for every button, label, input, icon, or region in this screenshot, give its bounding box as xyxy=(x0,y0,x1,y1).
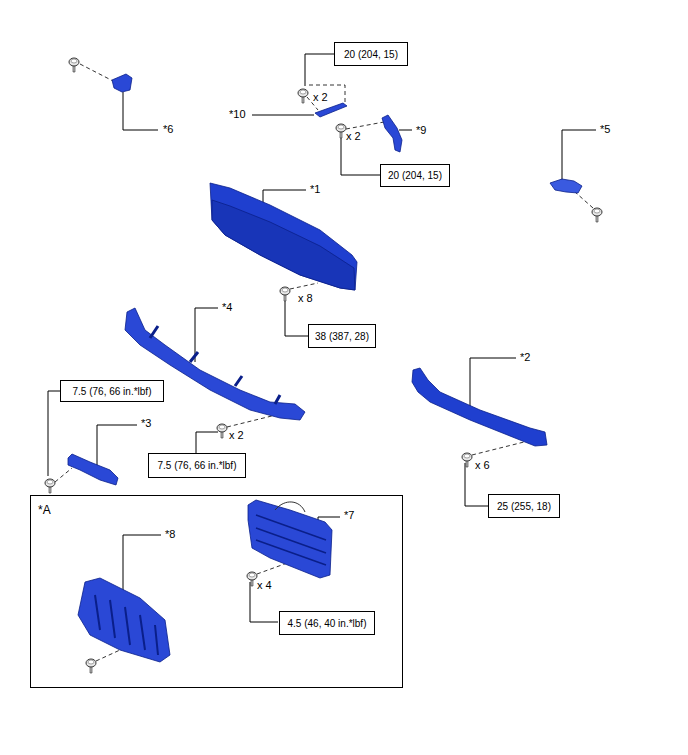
drawing-element xyxy=(399,130,412,131)
torque-value: 4.5 (46, 40 in.*lbf) xyxy=(288,618,367,629)
drawing-element xyxy=(336,124,346,138)
lower-bar xyxy=(412,368,547,446)
drawing-element xyxy=(80,64,115,82)
part-7-detail xyxy=(256,515,326,565)
drawing-element xyxy=(45,479,55,493)
callout-number: *4 xyxy=(222,302,232,313)
callout-number: *9 xyxy=(416,125,426,136)
drawing-element xyxy=(280,287,290,301)
drawing-element xyxy=(298,89,308,103)
drawing-element xyxy=(470,358,516,413)
quantity-label: x 8 xyxy=(298,293,313,304)
bracket-5 xyxy=(550,179,582,193)
drawing-element xyxy=(305,54,334,86)
drawing-element xyxy=(123,92,158,130)
quantity-label: x 4 xyxy=(257,580,272,591)
part-7 xyxy=(248,500,332,578)
callout-number: *3 xyxy=(141,418,151,429)
quantity-label: x 2 xyxy=(313,92,328,103)
drawing-element xyxy=(48,391,60,476)
drawing-element xyxy=(69,58,79,72)
drawing-element xyxy=(562,130,596,180)
torque-spec-box: 7.5 (76, 66 in.*lbf) xyxy=(60,380,164,402)
energy-absorber xyxy=(125,308,305,420)
callout-number: *2 xyxy=(520,352,530,363)
drawing-element xyxy=(97,425,137,467)
drawing-element xyxy=(290,283,318,289)
drawing-element xyxy=(247,572,257,586)
drawing-element xyxy=(86,659,96,673)
drawing-element xyxy=(309,85,345,102)
drawing-element xyxy=(123,535,161,598)
drawing-element xyxy=(196,432,218,453)
drawing-element xyxy=(472,440,532,455)
part-8 xyxy=(78,578,170,662)
drawing-element xyxy=(575,192,593,208)
callout-number: *10 xyxy=(229,109,246,120)
drawing-element xyxy=(346,122,384,129)
torque-spec-box: 7.5 (76, 66 in.*lbf) xyxy=(148,453,246,478)
torque-spec-box: 4.5 (46, 40 in.*lbf) xyxy=(279,611,375,635)
torque-value: 25 (255, 18) xyxy=(497,501,551,512)
callout-number: *8 xyxy=(165,529,175,540)
callout-number: *7 xyxy=(344,510,354,521)
callout-number: *6 xyxy=(163,124,173,135)
drawing-element xyxy=(217,424,227,438)
drawing-element xyxy=(285,297,308,336)
leader-lines xyxy=(48,54,596,622)
torque-value: 20 (204, 15) xyxy=(388,170,442,181)
quantity-label: x 2 xyxy=(229,430,244,441)
drawing-element xyxy=(307,97,318,110)
bracket-6 xyxy=(112,74,132,92)
torque-value: 38 (387, 28) xyxy=(315,331,369,342)
parts xyxy=(68,74,582,662)
torque-value: 7.5 (76, 66 in.*lbf) xyxy=(158,460,237,471)
torque-spec-box: 20 (204, 15) xyxy=(334,42,408,66)
torque-value: 7.5 (76, 66 in.*lbf) xyxy=(73,386,152,397)
drawing-element xyxy=(341,134,380,175)
drawing-element xyxy=(96,650,120,661)
drawing-element xyxy=(592,208,602,222)
quantity-label: x 2 xyxy=(346,131,361,142)
bumper-reinforcement xyxy=(210,183,357,290)
torque-spec-box: 25 (255, 18) xyxy=(488,494,560,518)
torque-spec-box: 38 (387, 28) xyxy=(308,324,376,348)
callout-number: *1 xyxy=(310,184,320,195)
callout-number: *5 xyxy=(600,124,610,135)
region-box: *A 4.5 (46, 40 in.*lbf) xyxy=(30,495,403,688)
absorber-detail xyxy=(150,326,280,404)
bracket-10 xyxy=(315,103,347,117)
torque-spec-box: 20 (204, 15) xyxy=(380,164,450,187)
quantity-label: x 6 xyxy=(475,460,490,471)
torque-value: 20 (204, 15) xyxy=(344,49,398,60)
drawing-element xyxy=(462,453,472,467)
drawing-element xyxy=(252,115,314,116)
assembly-lines xyxy=(55,64,593,661)
bracket-3 xyxy=(68,454,118,485)
drawing-element xyxy=(55,468,72,482)
bumper-reinforcement-face xyxy=(212,200,355,290)
part-8-detail xyxy=(95,595,158,655)
region-label: *A xyxy=(38,504,51,516)
drawing-element xyxy=(195,308,218,362)
bracket-9 xyxy=(382,115,402,152)
drawing-element xyxy=(465,463,488,506)
wire xyxy=(275,502,305,512)
drawing-element xyxy=(250,582,278,622)
bolts xyxy=(45,58,602,673)
